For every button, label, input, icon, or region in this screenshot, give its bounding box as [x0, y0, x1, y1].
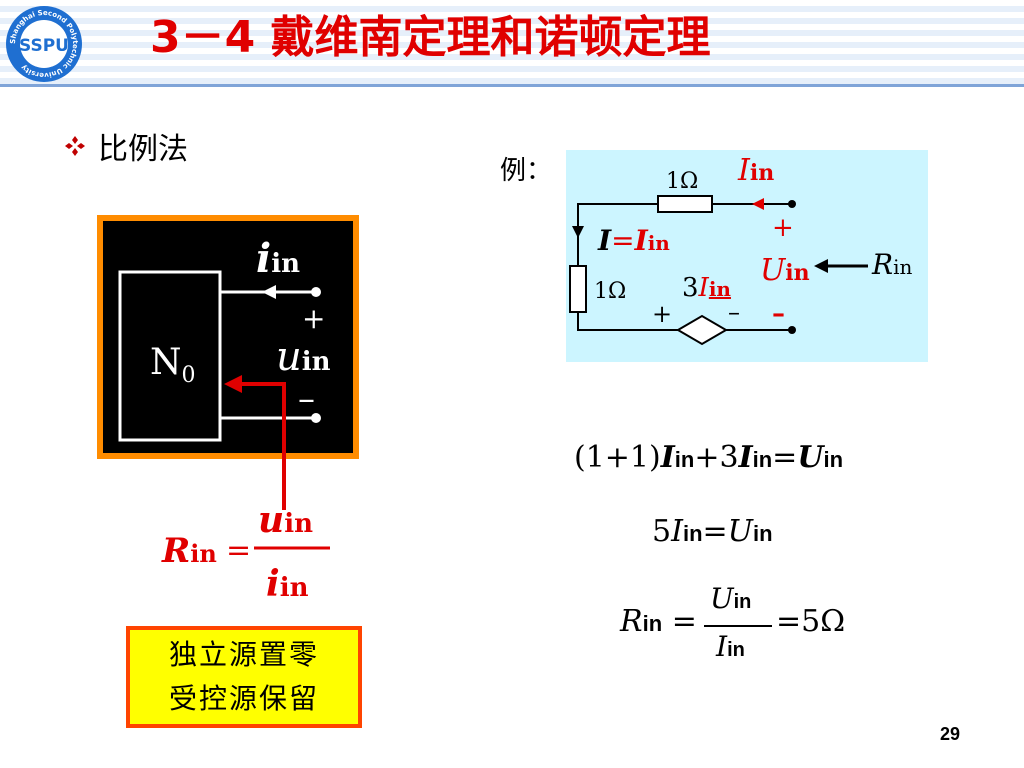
source-plus-sign: +	[652, 300, 672, 328]
input-resistance-label: Rin	[871, 248, 912, 281]
equation-3-lhs: Rin =	[620, 604, 697, 639]
eq1-sub-2: in	[752, 447, 773, 472]
bottom-terminal	[788, 326, 796, 334]
current-arrow-icon	[262, 285, 276, 299]
eq2-coef: 5	[652, 514, 672, 549]
logo-letters: SSPU	[19, 36, 69, 56]
left-resistor-label: 1Ω	[594, 279, 626, 304]
eq1-plus: +3	[694, 440, 739, 475]
eq3-num-sub: in	[733, 591, 752, 613]
resistance-arrowhead-icon	[224, 375, 242, 393]
input-current-arrow-icon	[752, 198, 764, 210]
note-box: 独立源置零 受控源保留	[126, 626, 362, 728]
eq1-var-2: I	[738, 440, 753, 475]
input-voltage-label: Uin	[760, 253, 810, 288]
input-current-label: Iin	[737, 153, 774, 188]
diamond-bullet-icon	[65, 136, 85, 156]
source-label: 3Iin	[682, 273, 731, 303]
note-line-2: 受控源保留	[168, 682, 319, 715]
eq2-sub-1: in	[682, 521, 703, 546]
eq3-equals-2: =	[776, 604, 802, 639]
left-top-wire	[577, 203, 658, 266]
example-circuit: 1Ω 1Ω Iin + Uin – I=Iin 3Iin + – Rin	[566, 150, 928, 362]
bottom-left-wire	[577, 312, 678, 331]
left-resistor	[569, 265, 587, 313]
eq3-result: 5Ω	[801, 604, 846, 639]
eq3-equals-1: =	[671, 604, 697, 639]
header-rule	[0, 84, 1024, 87]
eq1-var-1: I	[660, 440, 675, 475]
resistance-arrow	[236, 382, 286, 510]
eq2-equals: =	[702, 514, 728, 549]
eq3-num-var: U	[710, 582, 734, 615]
eq1-sub-3: in	[823, 447, 844, 472]
example-label: 例：	[500, 156, 553, 186]
eq3-den-sub: in	[727, 639, 745, 661]
eq1-equals: =	[772, 440, 798, 475]
eq3-numerator: Uin	[710, 582, 751, 615]
branch-current-label: I=Iin	[597, 224, 670, 257]
eq2-sub-2: in	[752, 521, 773, 546]
header-band	[0, 0, 1024, 84]
formula-denominator: iin	[266, 563, 309, 605]
top-resistor-label: 1Ω	[666, 169, 698, 194]
eq3-den-var: I	[716, 630, 728, 663]
eq3-denominator: Iin	[716, 630, 745, 663]
equation-1: (1+1)Iin+3Iin=Uin	[574, 440, 843, 475]
page-number: 29	[940, 724, 961, 744]
voltage-label: uin	[276, 334, 331, 380]
eq1-var-3: U	[797, 440, 824, 475]
top-resistor	[657, 195, 713, 213]
branch-current-arrow-icon	[572, 226, 584, 238]
formula-equals: =	[226, 533, 251, 568]
bottom-terminal	[311, 413, 321, 423]
current-label: iin	[256, 235, 300, 282]
note-line-1: 独立源置零	[168, 638, 319, 671]
network-figure: N0 iin + uin – Rin = uin iin	[97, 215, 359, 605]
eq1-sub-1: in	[674, 447, 695, 472]
plus-sign: +	[302, 302, 325, 335]
equation-3-rhs: =5Ω	[776, 604, 845, 639]
source-minus-sign: –	[728, 298, 740, 326]
bullet-text: 比例法	[98, 132, 188, 167]
eq3-lhs-sub: in	[642, 611, 663, 636]
eq3-fraction-bar	[704, 625, 772, 627]
page-title: 3－4 戴维南定理和诺顿定理	[150, 12, 711, 63]
university-logo: Shanghai Second Polytechnic University S…	[6, 6, 82, 82]
equation-2: 5Iin=Uin	[652, 514, 773, 549]
top-terminal	[788, 200, 796, 208]
formula-numerator: uin	[258, 499, 313, 541]
network-label: N0	[150, 342, 196, 388]
bullet-item: 比例法	[64, 124, 188, 168]
input-plus-sign: +	[772, 213, 794, 243]
eq2-var-1: I	[671, 514, 683, 549]
formula-lhs: Rin	[161, 531, 217, 571]
minus-sign: –	[298, 379, 315, 419]
eq2-var-2: U	[727, 514, 753, 549]
network-box	[118, 270, 222, 442]
circuit-background	[566, 150, 928, 362]
resistance-arrow-icon	[814, 259, 828, 273]
input-minus-sign: –	[772, 299, 785, 329]
top-terminal	[311, 287, 321, 297]
eq1-paren: (1+1)	[574, 440, 661, 475]
eq3-lhs-var: R	[620, 604, 643, 639]
